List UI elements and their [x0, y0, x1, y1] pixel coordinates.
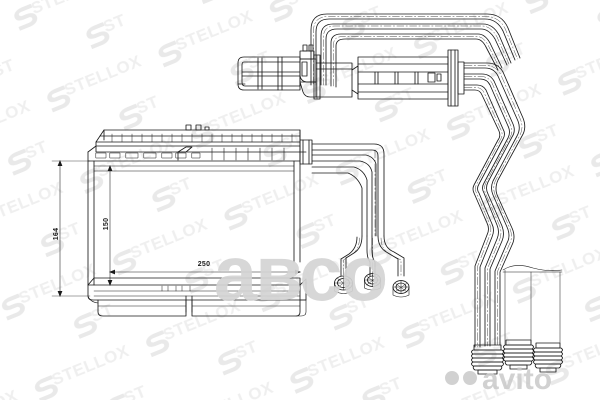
heat-exchanger-core	[87, 124, 307, 317]
dimension-label-width-core: 250	[198, 261, 211, 268]
pipe-manifold	[299, 139, 410, 298]
mounting-bracket	[237, 56, 301, 91]
connector-3	[533, 342, 563, 373]
corner-watermark-text: avito	[482, 363, 552, 396]
upper-header-tank	[95, 124, 301, 153]
connector-1	[471, 344, 504, 375]
top-pipe-assembly	[310, 13, 521, 88]
center-watermark-text: авсо	[214, 229, 386, 317]
valve-body	[299, 44, 359, 100]
corner-watermark: avito	[445, 363, 552, 396]
connector-2	[503, 339, 534, 370]
dimension-label-height-core: 150	[103, 218, 110, 231]
pipe-flange	[447, 49, 465, 107]
connector-ring-middle	[364, 273, 381, 291]
connector-ring-left	[334, 275, 353, 294]
right-pipe-bundle	[463, 62, 526, 348]
dimension-annotations	[51, 160, 301, 297]
inline-cylinder	[357, 49, 465, 107]
hose-connector-group	[471, 265, 563, 375]
connector-ring-right	[392, 280, 410, 298]
dimension-label-height-overall: 164	[53, 228, 60, 241]
